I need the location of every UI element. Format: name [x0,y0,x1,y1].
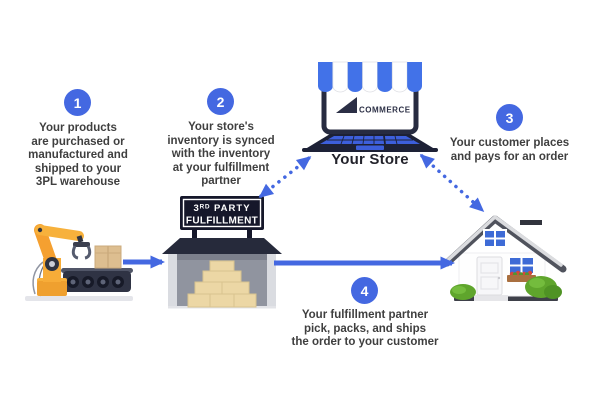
step-1-badge: 1 [64,89,91,116]
house-roof [446,215,567,273]
gripper-claw [71,242,92,260]
chimney [520,220,542,225]
conveyor-belt [61,268,133,292]
step-4-badge: 4 [351,277,378,304]
bigcommerce-logo: COMMERCE [336,97,411,115]
step-2-badge: 2 [207,88,234,115]
warehouse-illustration: 3ᴿᴰ PARTY FULFILLMENT [162,196,282,309]
step-3-badge: 3 [496,104,523,131]
storefront-laptop-illustration: COMMERCE [302,61,438,152]
laptop-keyboard [302,134,438,152]
warehouse-roof [162,238,282,254]
cardboard-box [94,245,122,269]
step-4-description: Your fulfillment partner pick, packs, an… [291,309,439,348]
store-awning [318,61,422,93]
third-party-fulfillment-sign: 3ᴿᴰ PARTY FULFILLMENT [180,196,264,230]
sign-line-1: 3ᴿᴰ PARTY [193,203,250,214]
customer-house-illustration [446,215,567,301]
bigcommerce-sail-icon [336,97,357,113]
stacked-boxes [187,260,257,308]
bushes [450,276,562,300]
sign-line-2: FULFILLMENT [186,216,258,227]
bigcommerce-logo-text: COMMERCE [359,106,411,115]
step-2-description: Your store's inventory is synced with th… [167,121,275,187]
gable-window [483,229,507,248]
your-store-label: Your Store [331,151,409,168]
step-1-description: Your products are purchased or manufactu… [28,122,128,188]
laptop-touchpad [356,145,384,150]
robot-arm-conveyor-illustration [25,224,133,301]
step-3-description: Your customer places and pays for an ord… [449,137,570,163]
front-door [474,256,508,301]
platform [25,296,133,301]
robot-arm [34,224,92,296]
